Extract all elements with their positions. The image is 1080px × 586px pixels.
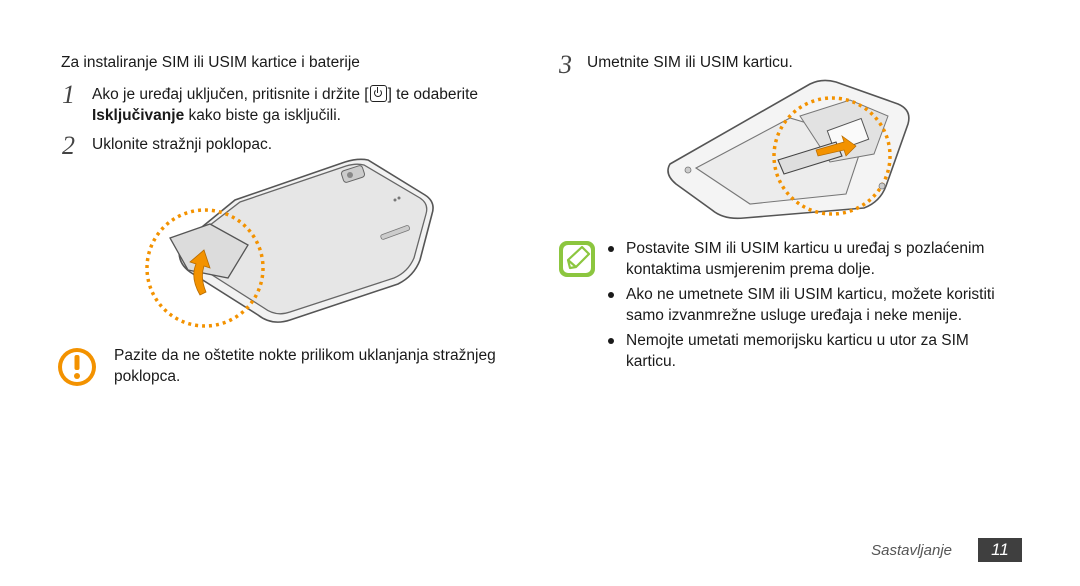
step-2-number: 2 <box>62 131 75 160</box>
step-1-bold: Isključivanje <box>92 107 185 124</box>
caution-line-1: Pazite da ne oštetite nokte prilikom ukl… <box>114 347 496 364</box>
step-3-text: Umetnite SIM ili USIM karticu. <box>587 54 793 71</box>
step-1-text: Ako je uređaj uključen, pritisnite i drž… <box>92 84 512 126</box>
note-bullet-3: Nemojte umetati memorijsku karticu u uto… <box>608 330 1028 372</box>
footer-section-label: Sastavljanje <box>871 542 952 559</box>
note-bullet-2: Ako ne umetnete SIM ili USIM karticu, mo… <box>608 284 1028 326</box>
step-1-text-before: Ako je uređaj uključen, pritisnite i drž… <box>92 86 369 103</box>
note-bullet-3-text: Nemojte umetati memorijsku karticu u uto… <box>626 330 1028 372</box>
note-bullet-3-line-2: karticu. <box>626 353 676 370</box>
note-bullet-1-line-2: kontaktima usmjerenim prema dolje. <box>626 261 875 278</box>
power-icon <box>369 85 387 102</box>
bullet-dot <box>608 246 614 252</box>
step-3-number: 3 <box>559 50 572 79</box>
note-bullet-1-line-1: Postavite SIM ili USIM karticu u uređaj … <box>626 240 985 257</box>
note-bullet-1: Postavite SIM ili USIM karticu u uređaj … <box>608 238 1028 280</box>
step-2-text: Uklonite stražnji poklopac. <box>92 136 273 153</box>
bullet-dot <box>608 338 614 344</box>
note-bullet-2-line-1: Ako ne umetnete SIM ili USIM karticu, mo… <box>626 286 995 303</box>
caution-icon <box>58 348 96 386</box>
bullet-dot <box>608 292 614 298</box>
page-number: 11 <box>978 538 1022 562</box>
note-icon <box>559 241 595 277</box>
note-bullet-2-line-2: samo izvanmrežne usluge uređaja i neke m… <box>626 307 963 324</box>
note-bullet-1-text: Postavite SIM ili USIM karticu u uređaj … <box>626 238 1028 280</box>
sim-insert-illustration <box>667 79 910 220</box>
back-cover-illustration <box>145 158 434 328</box>
step-1-number: 1 <box>62 80 75 109</box>
note-bullet-3-line-1: Nemojte umetati memorijsku karticu u uto… <box>626 332 969 349</box>
step-1-rest: kako biste ga isključili. <box>184 107 342 124</box>
caution-line-2: poklopca. <box>114 368 181 385</box>
caution-text: Pazite da ne oštetite nokte prilikom ukl… <box>114 345 534 387</box>
note-bullet-2-text: Ako ne umetnete SIM ili USIM karticu, mo… <box>626 284 1028 326</box>
section-heading: Za instaliranje SIM ili USIM kartice i b… <box>61 54 360 71</box>
step-1-text-after: ] te odaberite <box>387 86 479 103</box>
